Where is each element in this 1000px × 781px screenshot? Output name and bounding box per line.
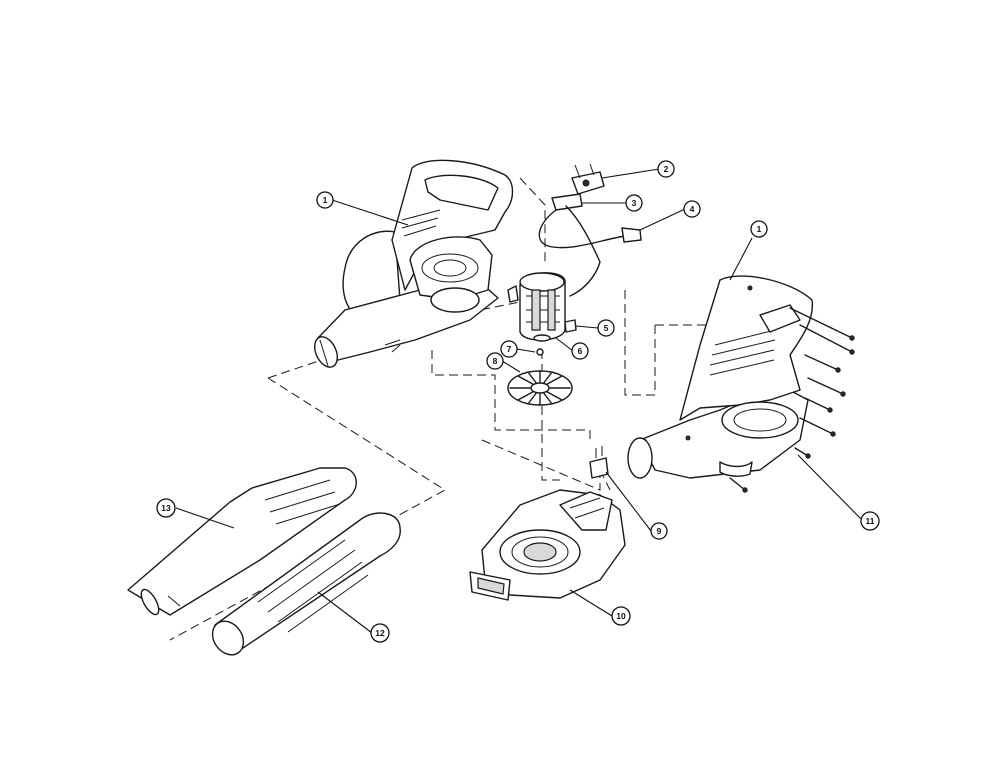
right-housing-half: [627, 275, 814, 479]
switch-and-cord-parts: [538, 163, 642, 297]
svg-text:6: 6: [578, 346, 583, 356]
callout-1a: 1: [316, 191, 334, 209]
switch-bracket: [589, 446, 609, 479]
callout-7: 7: [500, 340, 518, 358]
svg-text:7: 7: [507, 344, 512, 354]
callout-3: 3: [625, 194, 643, 212]
svg-text:11: 11: [866, 516, 875, 526]
svg-text:13: 13: [161, 503, 171, 513]
svg-text:9: 9: [657, 526, 662, 536]
svg-text:10: 10: [616, 611, 626, 621]
callout-2: 2: [657, 160, 675, 178]
fan-impeller: [507, 370, 573, 406]
callout-5: 5: [597, 319, 615, 337]
callout-8: 8: [486, 352, 504, 370]
svg-text:1: 1: [757, 224, 762, 234]
callout-13: 13: [156, 498, 176, 518]
callout-12: 12: [370, 623, 390, 643]
callout-1b: 1: [750, 220, 768, 238]
callout-11: 11: [860, 511, 880, 531]
screws: [729, 307, 855, 493]
svg-text:5: 5: [604, 323, 609, 333]
callout-6: 6: [571, 342, 589, 360]
svg-text:3: 3: [632, 198, 637, 208]
svg-text:2: 2: [664, 164, 669, 174]
left-housing-half: [313, 159, 514, 368]
callout-4: 4: [683, 200, 701, 218]
callout-10: 10: [611, 606, 631, 626]
vacuum-tubes: [127, 467, 401, 656]
svg-text:8: 8: [493, 356, 498, 366]
leader-lines: [175, 168, 863, 634]
svg-text:4: 4: [690, 204, 695, 214]
svg-text:12: 12: [375, 628, 385, 638]
motor-assembly: [507, 272, 577, 356]
svg-text:1: 1: [323, 195, 328, 205]
base-fan-cover: [469, 489, 626, 601]
callout-9: 9: [650, 522, 668, 540]
